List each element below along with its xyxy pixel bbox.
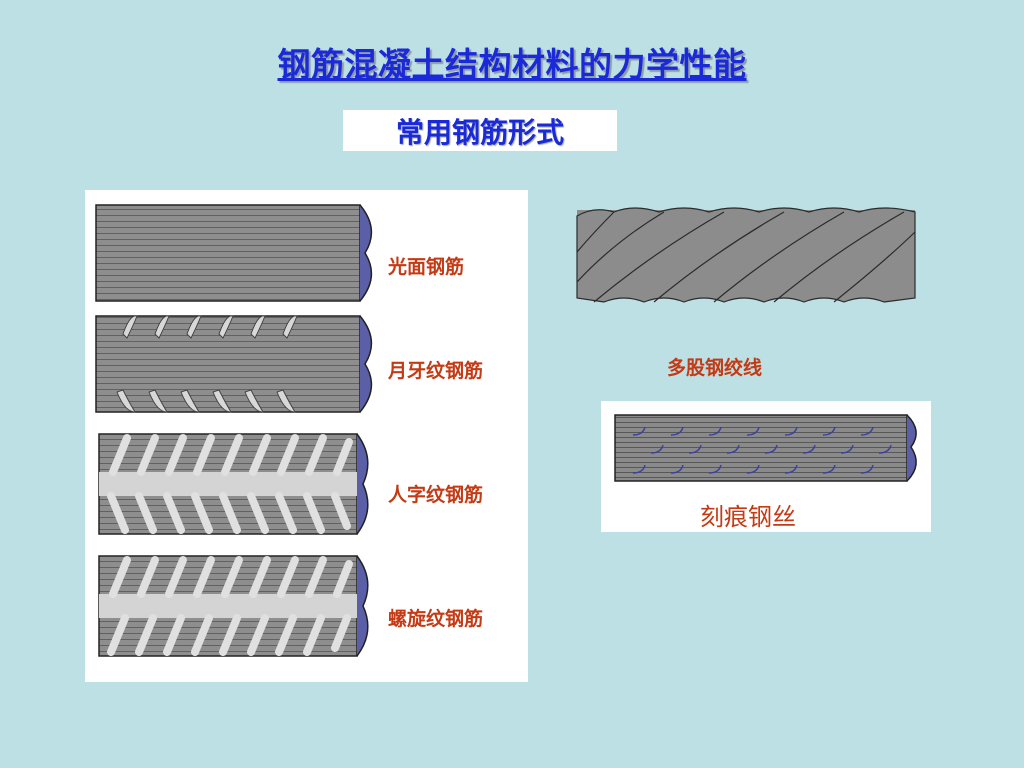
plain-bar-illustration: [95, 204, 385, 304]
rebar-label-crescent: 月牙纹钢筋: [388, 356, 483, 383]
subtitle-box: 常用钢筋形式: [343, 110, 617, 151]
page-title: 钢筋混凝土结构材料的力学性能: [0, 38, 1024, 86]
rebar-panel: 光面钢筋 月牙纹钢筋: [85, 190, 528, 682]
subtitle: 常用钢筋形式: [396, 111, 564, 151]
strand-illustration: [574, 202, 920, 306]
strand-label: 多股钢绞线: [667, 353, 762, 380]
spiral-bar-illustration: [95, 550, 385, 662]
herringbone-bar-illustration: [95, 428, 385, 540]
rebar-label-herringbone: 人字纹钢筋: [388, 480, 483, 507]
crescent-rib-bar-illustration: [95, 312, 385, 416]
rebar-label-plain: 光面钢筋: [388, 252, 464, 279]
rebar-label-spiral: 螺旋纹钢筋: [388, 604, 483, 631]
indented-wire-panel: 刻痕钢丝: [601, 401, 931, 532]
indented-wire-label: 刻痕钢丝: [700, 497, 796, 532]
indented-wire-illustration: [613, 413, 925, 489]
